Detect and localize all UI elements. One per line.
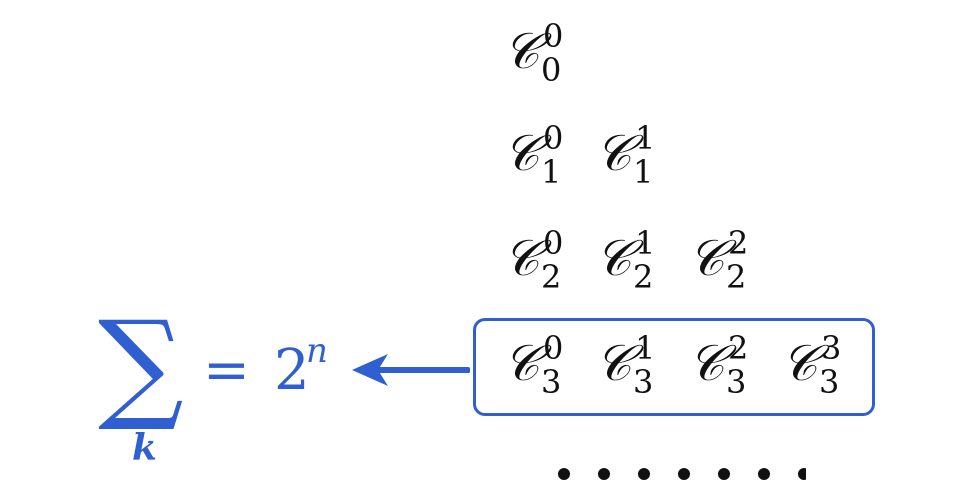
binomial-superscript: 2 (728, 329, 749, 367)
binomial-superscript: 0 (543, 329, 564, 367)
binomial-subscript: 0 (541, 51, 562, 89)
binomial-superscript: 2 (728, 224, 749, 262)
binomial-subscript: 1 (633, 153, 654, 191)
binomial-symbol: 𝒞 (503, 124, 540, 182)
binomial-symbol: 𝒞 (503, 22, 540, 80)
binomial-superscript: 0 (543, 17, 564, 55)
equals-sign: = (203, 338, 250, 403)
binomial-term: 𝒞 0 3 (503, 330, 583, 410)
binomial-subscript: 3 (726, 363, 747, 401)
continuation-dot (598, 468, 610, 480)
power-exponent: n (306, 331, 328, 371)
binomial-term: 𝒞 1 3 (595, 330, 675, 410)
binomial-superscript: 0 (543, 119, 564, 157)
binomial-symbol: 𝒞 (503, 334, 540, 392)
continuation-dot (638, 468, 650, 480)
binomial-subscript: 3 (541, 363, 562, 401)
binomial-subscript: 2 (541, 258, 562, 296)
binomial-term: 𝒞 0 0 (503, 18, 583, 98)
binomial-subscript: 2 (726, 258, 747, 296)
binomial-subscript: 3 (633, 363, 654, 401)
binomial-subscript: 1 (541, 153, 562, 191)
binomial-symbol: 𝒞 (595, 229, 632, 287)
summation-symbol: ∑ (98, 296, 184, 435)
continuation-dot (758, 468, 770, 480)
binomial-symbol: 𝒞 (595, 334, 632, 392)
continuation-dot (558, 468, 570, 480)
continuation-dots (558, 468, 806, 480)
continuation-dot (718, 468, 730, 480)
binomial-symbol: 𝒞 (503, 229, 540, 287)
summation-index: k (132, 427, 157, 469)
binomial-term: 𝒞 0 1 (503, 120, 583, 200)
left-arrow-icon (352, 354, 470, 386)
binomial-symbol: 𝒞 (688, 229, 725, 287)
binomial-symbol: 𝒞 (688, 334, 725, 392)
binomial-term: 𝒞 1 1 (595, 120, 675, 200)
binomial-subscript: 2 (633, 258, 654, 296)
binomial-term: 𝒞 3 3 (781, 330, 861, 410)
binomial-superscript: 1 (635, 119, 656, 157)
binomial-term: 𝒞 0 2 (503, 225, 583, 305)
binomial-superscript: 3 (821, 329, 842, 367)
binomial-term: 𝒞 2 3 (688, 330, 768, 410)
power-base: 2 (274, 338, 310, 403)
binomial-superscript: 1 (635, 224, 656, 262)
binomial-symbol: 𝒞 (781, 334, 818, 392)
binomial-superscript: 0 (543, 224, 564, 262)
binomial-symbol: 𝒞 (595, 124, 632, 182)
binomial-subscript: 3 (819, 363, 840, 401)
binomial-term: 𝒞 2 2 (688, 225, 768, 305)
binomial-term: 𝒞 1 2 (595, 225, 675, 305)
continuation-dot (798, 468, 806, 480)
binomial-superscript: 1 (635, 329, 656, 367)
highlight-box (473, 318, 875, 416)
continuation-dot (678, 468, 690, 480)
